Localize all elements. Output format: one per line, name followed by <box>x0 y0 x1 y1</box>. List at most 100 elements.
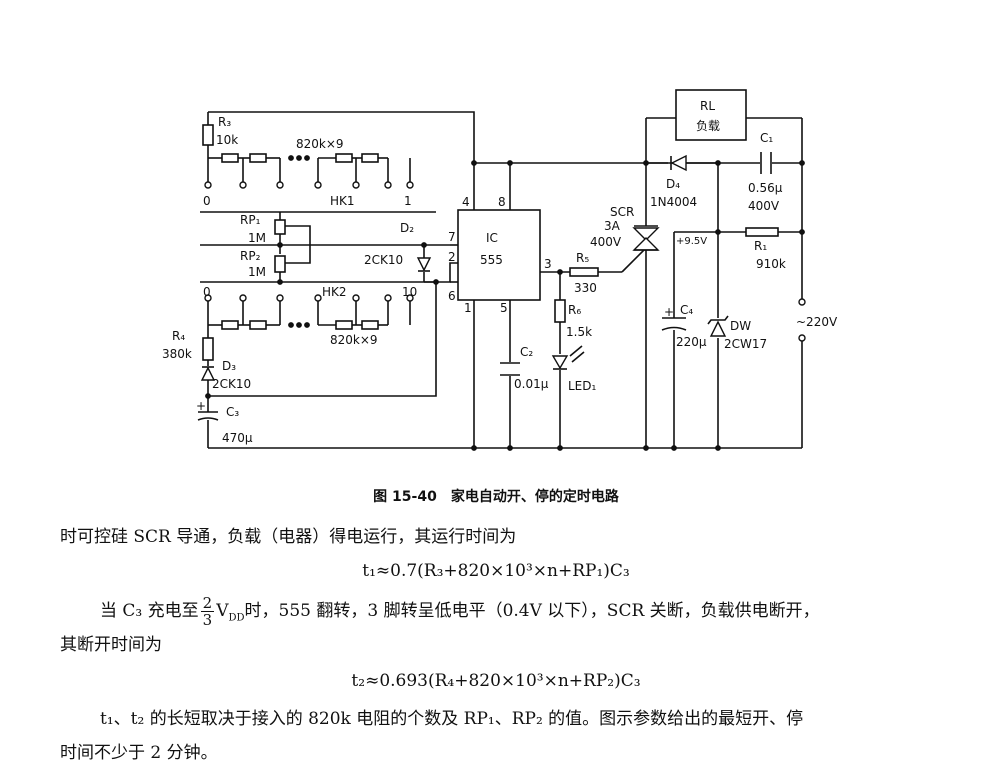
label-rl: RL <box>700 99 715 113</box>
label-hk2-10: 10 <box>402 285 417 299</box>
label-pin6: 6 <box>448 289 456 303</box>
labels: R₃ 10k 820k×9 0 HK1 1 RP₁ 1M RP₂ 1M D₂ 2… <box>162 99 838 445</box>
resistor-chain-top-1 <box>221 153 239 163</box>
label-ac: ~220V <box>796 315 838 329</box>
resistor-r6 <box>554 299 566 323</box>
ac-terminal-top <box>798 298 806 306</box>
label-chain-bot: 820k×9 <box>330 333 378 347</box>
resistor-r5 <box>569 267 599 277</box>
resistor-chain-bot-3 <box>335 320 353 330</box>
label-scr-v: 400V <box>590 235 622 249</box>
wires <box>200 111 803 449</box>
resistor-chain-bot-2 <box>249 320 267 330</box>
label-r4-val: 380k <box>162 347 192 361</box>
label-c3-val: 470μ <box>222 431 253 445</box>
label-r5: R₅ <box>576 251 589 265</box>
label-dw: DW <box>730 319 751 333</box>
resistor-chain-bot-4 <box>361 320 379 330</box>
resistor-chain-bot-1 <box>221 320 239 330</box>
resistor-r4 <box>202 337 214 361</box>
resistor-r1 <box>745 227 779 237</box>
label-pin8: 8 <box>498 195 506 209</box>
capacitor-c1 <box>760 152 772 174</box>
paragraph-1: 时可控硅 SCR 导通，负载（电器）得电运行，其运行时间为 <box>60 527 517 547</box>
label-rp1-val: 1M <box>248 231 266 245</box>
switch-hk1-contacts <box>204 181 414 189</box>
switch-hk2-contacts <box>204 294 414 302</box>
capacitor-c3 <box>197 411 219 421</box>
potentiometer-rp2 <box>274 255 286 273</box>
label-c4-plus: + <box>664 305 674 319</box>
label-c3-plus: + <box>196 399 206 413</box>
label-rp1: RP₁ <box>240 213 261 227</box>
label-pin7: 7 <box>448 230 456 244</box>
label-rp2-val: 1M <box>248 265 266 279</box>
resistor-chain-top-3 <box>335 153 353 163</box>
label-chain-top: 820k×9 <box>296 137 344 151</box>
label-ic-val: 555 <box>480 253 503 267</box>
label-c1-val: 0.56μ <box>748 181 783 195</box>
label-d4-val: 1N4004 <box>650 195 697 209</box>
label-scr-i: 3A <box>604 219 621 233</box>
label-r3-val: 10k <box>216 133 238 147</box>
label-hk2: HK2 <box>322 285 347 299</box>
diode-d4 <box>670 154 687 172</box>
label-pin3: 3 <box>544 257 552 271</box>
label-rl-sub: 负载 <box>696 119 720 133</box>
diode-d2 <box>416 257 432 272</box>
label-pin1: 1 <box>464 301 472 315</box>
label-hk1-1: 1 <box>404 194 412 208</box>
label-d2: D₂ <box>400 221 414 235</box>
label-c2-val: 0.01μ <box>514 377 549 391</box>
capacitor-c4 <box>661 317 687 331</box>
label-d2-val: 2CK10 <box>364 253 403 267</box>
potentiometer-rp1 <box>274 219 286 235</box>
equation-2: t₂≈0.693(R₄+820×10³×n+RP₂)C₃ <box>351 671 641 691</box>
equation-1: t₁≈0.7(R₃+820×10³×n+RP₁)C₃ <box>362 561 630 581</box>
label-d3: D₃ <box>222 359 236 373</box>
label-pin2: 2 <box>448 250 456 264</box>
led-1 <box>551 345 585 370</box>
label-hk1-0: 0 <box>203 194 211 208</box>
label-scr: SCR <box>610 205 634 219</box>
label-c3: C₃ <box>226 405 239 419</box>
label-d3-val: 2CK10 <box>212 377 251 391</box>
p2-prefix: 当 C₃ 充电至 <box>100 601 199 621</box>
label-c1: C₁ <box>760 131 773 145</box>
label-pin5: 5 <box>500 301 508 315</box>
resistor-r3 <box>202 124 214 146</box>
circuit-diagram: R₃ 10k 820k×9 0 HK1 1 RP₁ 1M RP₂ 1M D₂ 2… <box>162 89 838 451</box>
paragraph-4: t₁、t₂ 的长短取决于接入的 820k 电阻的个数及 RP₁、RP₂ 的值。图… <box>100 709 804 729</box>
ic-555 <box>457 209 541 301</box>
label-r6-val: 1.5k <box>566 325 592 339</box>
components <box>197 89 806 451</box>
paragraph-5: 时间不少于 2 分钟。 <box>60 743 218 763</box>
label-c4-val: 220μ <box>676 335 707 349</box>
label-pin4: 4 <box>462 195 470 209</box>
diode-d3 <box>200 366 216 381</box>
label-c4: C₄ <box>680 303 693 317</box>
capacitor-c2 <box>500 362 520 376</box>
paragraph-3: 其断开时间为 <box>60 635 162 655</box>
label-r1: R₁ <box>754 239 767 253</box>
p2-sub: DD <box>228 612 245 624</box>
label-r4: R₄ <box>172 329 185 343</box>
label-hk2-0: 0 <box>203 285 211 299</box>
label-c1-v: 400V <box>748 199 780 213</box>
load-rl <box>675 89 747 141</box>
label-led: LED₁ <box>568 379 597 393</box>
label-ic: IC <box>486 231 498 245</box>
label-rp2: RP₂ <box>240 249 261 263</box>
label-c2: C₂ <box>520 345 533 359</box>
label-dw-val: 2CW17 <box>724 337 767 351</box>
zener-dw <box>707 315 729 337</box>
resistor-chain-top-2 <box>249 153 267 163</box>
p2-suffix: 时，555 翻转，3 脚转呈低电平（0.4V 以下），SCR 关断，负载供电断开… <box>244 601 820 621</box>
label-hk1: HK1 <box>330 194 355 208</box>
label-r5-val: 330 <box>574 281 597 295</box>
p2-v: V <box>216 601 229 621</box>
label-d4: D₄ <box>666 177 680 191</box>
figure-caption: 图 15-40 家电自动开、停的定时电路 <box>373 489 619 505</box>
